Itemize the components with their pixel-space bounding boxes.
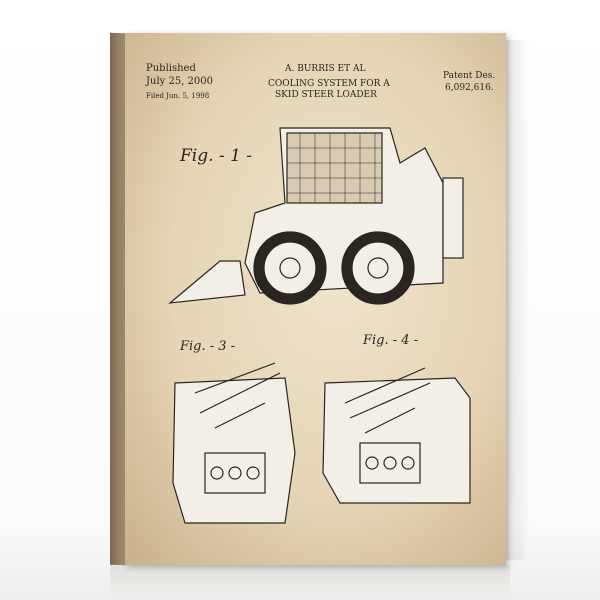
patent-number: 6,092,616.: [445, 83, 494, 93]
canvas-print: Published July 25, 2000 Filed Jun. 5, 19…: [125, 33, 506, 565]
fig-4-label: Fig. - 4 -: [363, 333, 419, 348]
skid-steer-loader-drawing: [168, 127, 464, 305]
floor-reflection: [110, 565, 510, 600]
filed-date: Filed Jun. 5, 1998: [146, 92, 210, 100]
fig-3-drawing: [172, 362, 296, 524]
fig-4-drawing: [322, 367, 471, 504]
inventor: A. BURRIS ET AL: [285, 64, 366, 74]
title-line-1: COOLING SYSTEM FOR A: [268, 79, 390, 89]
patent-drawings: [168, 127, 471, 524]
title-line-2: SKID STEER LOADER: [275, 90, 377, 100]
fig-1-label: Fig. - 1 -: [180, 146, 253, 166]
published-label: Published: [146, 63, 196, 74]
published-date: July 25, 2000: [146, 76, 214, 87]
canvas-side-edge: [110, 32, 126, 566]
patent-label: Patent Des.: [443, 71, 496, 81]
fig-3-label: Fig. - 3 -: [180, 339, 236, 354]
